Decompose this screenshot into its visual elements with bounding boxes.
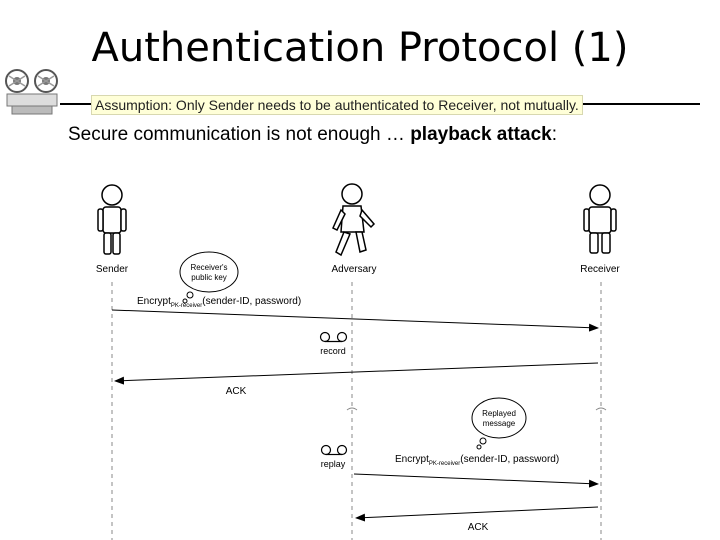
message-1-arrow bbox=[111, 309, 599, 332]
replayed-message-bubble: Replayed message bbox=[471, 397, 527, 450]
slide-title: Authentication Protocol (1) bbox=[91, 25, 629, 71]
record-label: record bbox=[320, 346, 346, 356]
message-1-label: EncryptPK-receiver(sender-ID, password) bbox=[137, 296, 301, 309]
replayed-bubble-line1: Replayed bbox=[482, 409, 516, 418]
message-4-arrow bbox=[355, 506, 599, 522]
receiver-figure-icon bbox=[583, 184, 617, 254]
assumption-note: Assumption: Only Sender needs to be auth… bbox=[91, 95, 583, 115]
message-1-subscript: PK-receiver bbox=[171, 303, 202, 309]
tape-reels-logo-icon bbox=[5, 69, 58, 115]
adversary-figure-icon bbox=[332, 183, 376, 257]
replay-label: replay bbox=[321, 459, 346, 469]
receiver-label: Receiver bbox=[580, 264, 620, 275]
sender-figure-icon bbox=[97, 184, 127, 255]
subtitle-bold: playback attack bbox=[410, 124, 552, 145]
public-key-bubble-line1: Receiver's bbox=[190, 263, 227, 272]
message-3-prefix: Encrypt bbox=[395, 454, 429, 465]
adversary-lifeline-break bbox=[346, 407, 358, 411]
public-key-bubble-line2: public key bbox=[191, 273, 227, 282]
message-3-subscript: PK-receiver bbox=[429, 461, 460, 467]
adversary-label: Adversary bbox=[331, 264, 376, 275]
replayed-bubble-line2: message bbox=[483, 419, 516, 428]
message-3-arrow bbox=[353, 473, 599, 488]
message-1-prefix: Encrypt bbox=[137, 296, 171, 307]
record-tape-icon bbox=[319, 331, 348, 343]
receiver-lifeline-break bbox=[595, 407, 607, 411]
message-4-label: ACK bbox=[468, 522, 489, 533]
sender-label: Sender bbox=[96, 264, 129, 275]
replay-tape-icon bbox=[320, 444, 348, 456]
message-1-args: (sender-ID, password) bbox=[202, 296, 301, 307]
message-3-args: (sender-ID, password) bbox=[460, 454, 559, 465]
public-key-bubble: Receiver's public key bbox=[179, 251, 239, 304]
subtitle-text: Secure communication is not enough … bbox=[68, 124, 411, 145]
message-2-label: ACK bbox=[226, 386, 247, 397]
message-2-arrow bbox=[114, 362, 599, 385]
message-3-label: EncryptPK-receiver(sender-ID, password) bbox=[395, 454, 559, 467]
subtitle-end: : bbox=[551, 124, 557, 145]
slide-subtitle: Secure communication is not enough … pla… bbox=[68, 123, 557, 147]
